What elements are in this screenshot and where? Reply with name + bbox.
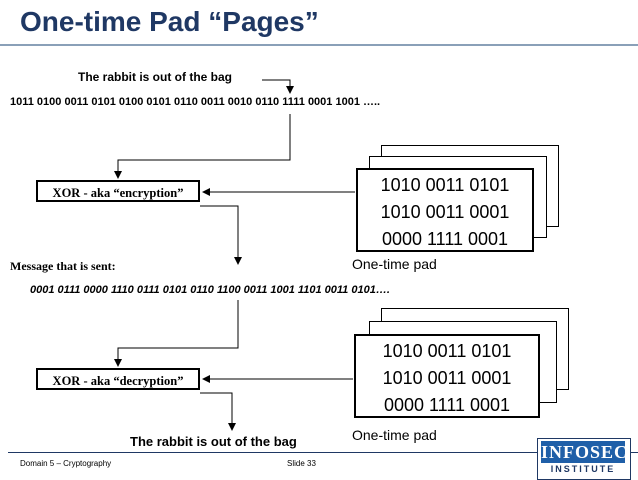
- pad-line: 1010 0011 0001: [382, 368, 512, 388]
- logo-wordmark: INFOSEC: [541, 441, 629, 463]
- pad-line: 1010 0011 0001: [380, 202, 510, 222]
- xor-encryption-box: XOR - aka “encryption”: [36, 180, 200, 202]
- plaintext-bits: 1011 0100 0011 0101 0100 0101 0110 0011 …: [10, 96, 381, 108]
- plaintext-label: The rabbit is out of the bag: [78, 70, 232, 84]
- decrypted-message-label: The rabbit is out of the bag: [130, 434, 297, 449]
- pad-caption-top: One-time pad: [352, 256, 437, 272]
- message-sent-label: Message that is sent:: [10, 259, 116, 273]
- arrow-xor-dec-to-result: [200, 392, 236, 431]
- pad-line: 1010 0011 0101: [382, 341, 512, 361]
- arrow-xor-enc-to-cipher: [200, 205, 242, 265]
- pad-caption-bottom: One-time pad: [352, 427, 437, 443]
- one-time-pad-bottom: 1010 0011 0101 1010 0011 0001 0000 1111 …: [354, 334, 540, 418]
- ciphertext-bits: 0001 0111 0000 1110 0111 0101 0110 1100 …: [30, 284, 390, 296]
- pad-line: 1010 0011 0101: [380, 175, 510, 195]
- arrow-cipher-to-xor-dec: [114, 300, 239, 367]
- xor-decryption-box: XOR - aka “decryption”: [36, 368, 200, 390]
- slide-title: One-time Pad “Pages”: [20, 6, 319, 37]
- logo-subtitle: INSTITUTE: [550, 464, 616, 474]
- pad-line: 0000 1111 0001: [383, 395, 511, 415]
- arrow-bits-to-xor-enc: [114, 114, 291, 179]
- footer-domain: Domain 5 – Cryptography: [20, 459, 112, 468]
- title-divider: [0, 44, 638, 46]
- pad-line: 0000 1111 0001: [381, 229, 509, 249]
- footer-slide-number: Slide 33: [287, 459, 316, 468]
- footer-divider: [8, 452, 638, 453]
- arrow-label-to-bits: [262, 79, 294, 94]
- one-time-pad-top: 1010 0011 0101 1010 0011 0001 0000 1111 …: [356, 168, 534, 252]
